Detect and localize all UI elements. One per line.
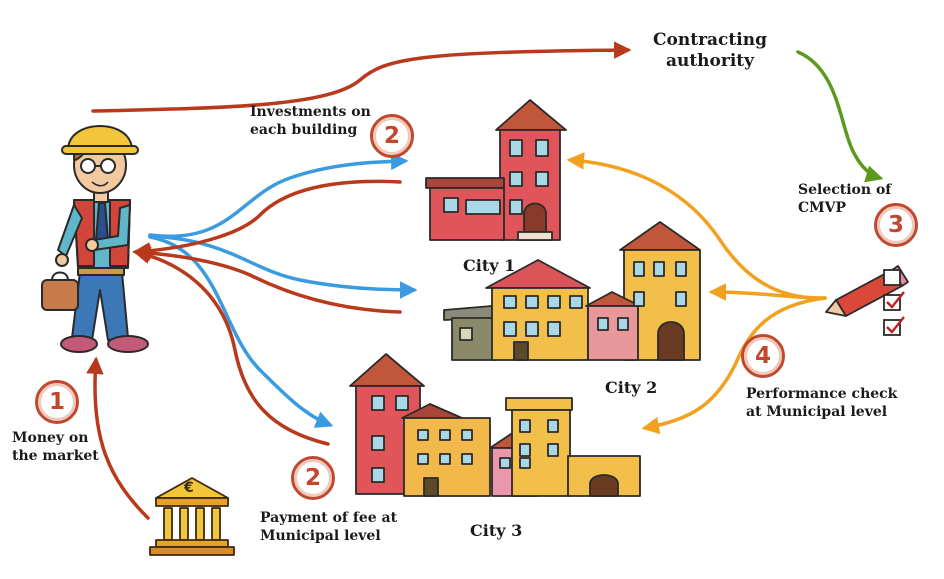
city-1-label: City 1 (463, 256, 516, 275)
arrow-invest-city3 (148, 235, 334, 428)
arrow-check-city2 (708, 283, 827, 301)
city-3-buildings (349, 353, 641, 497)
step-3-badge: 3 (874, 203, 918, 247)
step-4-badge: 4 (741, 334, 785, 378)
arrow-to-contracting-authority (91, 41, 632, 113)
city-3-label: City 3 (470, 521, 523, 540)
arrow-invest-city1 (148, 152, 409, 239)
city-2-label: City 2 (605, 378, 658, 397)
payment-of-fee-label: Payment of fee at Municipal level (260, 510, 398, 544)
step-2-bottom-badge: 2 (291, 456, 335, 500)
checkbox-icon (883, 269, 905, 336)
city-1-buildings (425, 99, 567, 241)
arrow-invest-city2 (148, 234, 418, 299)
step-1-badge: 1 (35, 380, 79, 424)
arrow-check-city3 (641, 296, 827, 435)
step-2-top-badge: 2 (370, 114, 414, 158)
city-2-buildings (443, 221, 701, 361)
arrow-to-selection (796, 50, 884, 183)
selection-label: Selection of CMVP (798, 182, 892, 216)
arrows (86, 41, 884, 520)
arrow-payment-city1 (132, 179, 402, 260)
arrow-money-to-engineer (86, 356, 150, 520)
performance-check-label: Performance check at Municipal level (746, 386, 898, 420)
arrow-check-city1 (566, 152, 827, 300)
investments-label: Investments on each building (250, 104, 371, 138)
euro-symbol: € (184, 480, 194, 496)
money-on-market-label: Money on the market (12, 430, 99, 464)
arrow-payment-city3 (132, 246, 330, 446)
contracting-authority-label: Contracting authority (653, 30, 767, 72)
bank-icon (149, 477, 235, 556)
arrow-payment-city2 (132, 244, 402, 314)
engineer-figure (41, 125, 149, 353)
